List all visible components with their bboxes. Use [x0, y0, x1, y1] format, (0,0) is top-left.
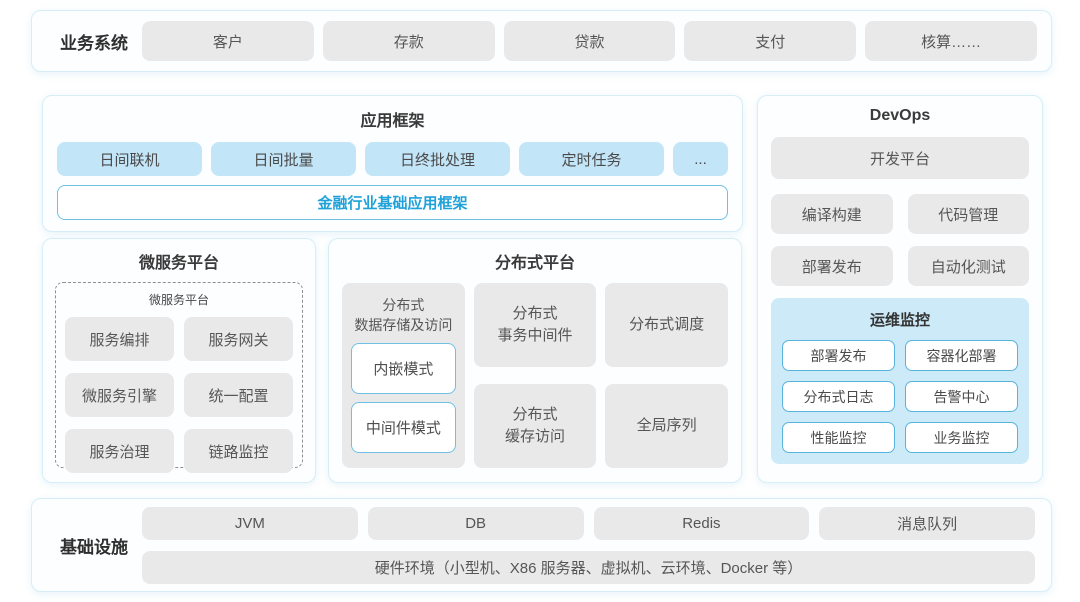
- distributed-cache-line2: 缓存访问: [504, 427, 565, 445]
- distributed-storage-box: 分布式 数据存储及访问 内嵌模式 中间件模式: [342, 283, 465, 468]
- framework-box-scheduled-task: 定时任务: [519, 142, 664, 176]
- devops-title: DevOps: [869, 107, 931, 124]
- microservice-inner-box: 微服务平台 服务编排 服务网关 微服务引擎 统一配置 服务治理 链路监控: [55, 282, 303, 473]
- business-systems-label: 业务系统: [60, 33, 128, 53]
- devops-box-automated-testing: 自动化测试: [907, 246, 1029, 286]
- ops-box-alert-center: 告警中心: [905, 381, 1018, 412]
- devops-box-build: 编译构建: [771, 194, 893, 234]
- distributed-cache-line1: 分布式: [512, 405, 558, 423]
- app-framework-row: 日间联机 日间批量 日终批处理 定时任务 ...: [57, 142, 728, 176]
- distributed-transaction-line1: 分布式: [512, 305, 558, 323]
- distributed-transaction-box: 分布式 事务中间件: [473, 283, 597, 367]
- distributed-storage-label-line2: 数据存储及访问: [354, 316, 453, 333]
- infra-box-message-queue: 消息队列: [819, 506, 1035, 540]
- micro-box-service-governance: 服务治理: [65, 429, 174, 473]
- infra-box-jvm: JVM: [142, 506, 358, 540]
- infrastructure-panel: 基础设施 JVM DB Redis 消息队列 硬件环境（小型机、X86 服务器、…: [31, 498, 1052, 592]
- hardware-environment-box: 硬件环境（小型机、X86 服务器、虚拟机、云环境、Docker 等）: [142, 550, 1035, 584]
- devops-tools-grid: 编译构建 代码管理 部署发布 自动化测试: [771, 194, 1029, 286]
- distributed-platform-title: 分布式平台: [494, 255, 575, 272]
- framework-box-daytime-batch: 日间批量: [211, 142, 356, 176]
- microservice-platform-title: 微服务平台: [138, 255, 219, 272]
- micro-box-microservice-engine: 微服务引擎: [65, 373, 174, 417]
- framework-box-more: ...: [673, 142, 728, 176]
- devops-box-deploy-release: 部署发布: [771, 246, 893, 286]
- microservice-grid: 服务编排 服务网关 微服务引擎 统一配置 服务治理 链路监控: [65, 317, 293, 473]
- business-systems-row: 客户 存款 贷款 支付 核算……: [142, 21, 1037, 61]
- business-systems-panel: 业务系统 客户 存款 贷款 支付 核算……: [31, 10, 1052, 72]
- micro-box-trace-monitoring: 链路监控: [184, 429, 293, 473]
- infra-box-redis: Redis: [593, 506, 810, 540]
- infrastructure-body: JVM DB Redis 消息队列 硬件环境（小型机、X86 服务器、虚拟机、云…: [142, 506, 1035, 584]
- micro-box-service-orchestration: 服务编排: [65, 317, 174, 361]
- business-box-loan: 贷款: [503, 21, 676, 61]
- distributed-scheduler-box: 分布式调度: [605, 283, 728, 367]
- micro-box-service-gateway: 服务网关: [184, 317, 293, 361]
- ops-box-performance-monitor: 性能监控: [782, 422, 895, 453]
- app-framework-title: 应用框架: [360, 113, 425, 130]
- framework-box-eod-batch: 日终批处理: [365, 142, 510, 176]
- storage-mode-middleware: 中间件模式: [351, 402, 456, 454]
- global-sequence-box: 全局序列: [605, 383, 728, 468]
- ops-monitor-grid: 部署发布 容器化部署 分布式日志 告警中心 性能监控 业务监控: [782, 340, 1018, 453]
- ops-monitor-title: 运维监控: [869, 312, 930, 329]
- devops-box-code-management: 代码管理: [907, 194, 1029, 234]
- ops-box-container-deploy: 容器化部署: [905, 340, 1018, 371]
- microservice-inner-title: 微服务平台: [148, 293, 209, 307]
- distributed-cache-box: 分布式 缓存访问: [473, 383, 597, 468]
- distributed-grid: 分布式 数据存储及访问 内嵌模式 中间件模式 分布式 事务中间件 分布式调度 分…: [342, 283, 728, 468]
- framework-box-daytime-online: 日间联机: [57, 142, 202, 176]
- ops-box-distributed-logs: 分布式日志: [782, 381, 895, 412]
- micro-box-unified-config: 统一配置: [184, 373, 293, 417]
- storage-mode-embedded: 内嵌模式: [351, 343, 456, 395]
- microservice-platform-panel: 微服务平台 微服务平台 服务编排 服务网关 微服务引擎 统一配置 服务治理 链路…: [42, 238, 316, 483]
- infra-box-db: DB: [367, 506, 584, 540]
- business-box-accounting: 核算……: [865, 21, 1037, 61]
- ops-box-business-monitor: 业务监控: [905, 422, 1018, 453]
- infrastructure-label: 基础设施: [60, 537, 128, 557]
- business-box-deposit: 存款: [322, 21, 495, 61]
- distributed-storage-label-line1: 分布式: [382, 297, 425, 313]
- distributed-storage-label: 分布式 数据存储及访问: [351, 296, 456, 335]
- infrastructure-row: JVM DB Redis 消息队列: [142, 506, 1035, 540]
- financial-base-framework-banner: 金融行业基础应用框架: [57, 185, 728, 220]
- devops-box-dev-platform: 开发平台: [771, 137, 1029, 179]
- business-box-payment: 支付: [684, 21, 857, 61]
- ops-monitor-panel: 运维监控 部署发布 容器化部署 分布式日志 告警中心 性能监控 业务监控: [771, 298, 1029, 464]
- business-box-customer: 客户: [142, 21, 314, 61]
- distributed-transaction-line2: 事务中间件: [497, 327, 573, 344]
- distributed-platform-panel: 分布式平台 分布式 数据存储及访问 内嵌模式 中间件模式 分布式 事务中间件 分…: [328, 238, 742, 483]
- devops-panel: DevOps 开发平台 编译构建 代码管理 部署发布 自动化测试 运维监控 部署…: [757, 95, 1043, 483]
- ops-box-deploy-release: 部署发布: [782, 340, 895, 371]
- app-framework-panel: 应用框架 日间联机 日间批量 日终批处理 定时任务 ... 金融行业基础应用框架: [42, 95, 743, 232]
